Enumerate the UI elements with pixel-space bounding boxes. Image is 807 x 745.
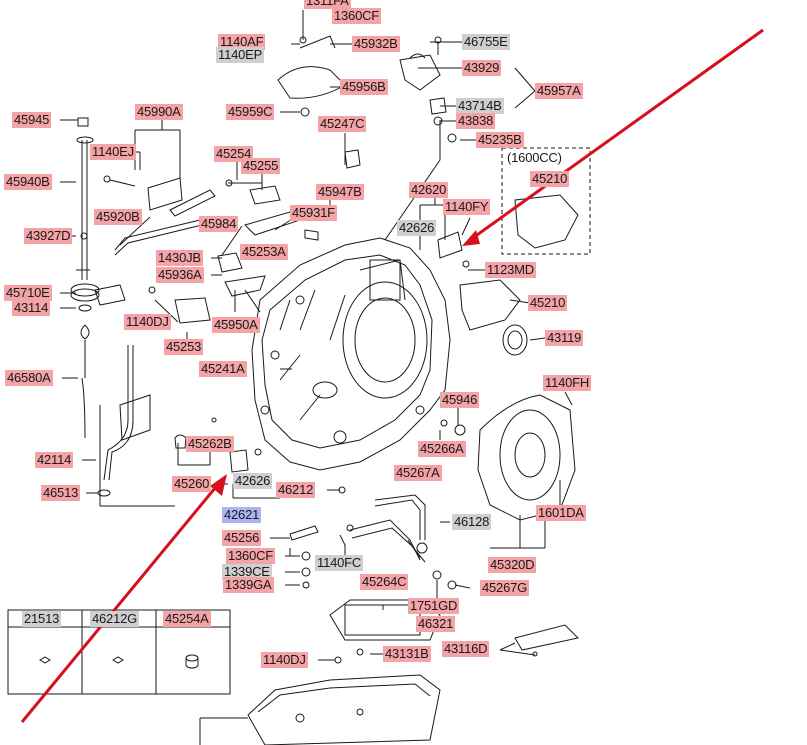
part-label-1311FA[interactable]: 1311FA (304, 0, 351, 9)
part-label-45262B[interactable]: 45262B (186, 436, 234, 452)
part-label-1140FH[interactable]: 1140FH (543, 375, 592, 391)
part-label-45267G[interactable]: 45267G (480, 580, 530, 596)
part-label-43119[interactable]: 43119 (545, 330, 584, 346)
part-label-45950A[interactable]: 45950A (212, 317, 260, 333)
part-label-45710E[interactable]: 45710E (4, 285, 52, 301)
part-label-1140DJ-bottom[interactable]: 1140DJ (261, 652, 308, 668)
part-label-42626-bottom[interactable]: 42626 (233, 473, 273, 489)
part-label-43929[interactable]: 43929 (462, 60, 502, 76)
part-label-42114[interactable]: 42114 (35, 452, 74, 468)
part-label-1339CE[interactable]: 1339CE (222, 564, 272, 580)
table-header-45254A[interactable]: 45254A (163, 611, 211, 627)
table-header-21513[interactable]: 21513 (22, 611, 62, 627)
part-label-1140FC[interactable]: 1140FC (315, 555, 364, 571)
part-label-1360CF-top[interactable]: 1360CF (332, 8, 382, 24)
part-label-45255[interactable]: 45255 (241, 158, 281, 174)
part-label-45253[interactable]: 45253 (164, 339, 204, 355)
table-header-46212G[interactable]: 46212G (90, 611, 140, 627)
part-label-43131B[interactable]: 43131B (383, 646, 431, 662)
part-label-45931F[interactable]: 45931F (290, 205, 337, 221)
part-label-43714B[interactable]: 43714B (456, 98, 504, 114)
part-label-1339GA[interactable]: 1339GA (223, 577, 274, 593)
part-label-1601DA[interactable]: 1601DA (536, 505, 586, 521)
part-label-45956B[interactable]: 45956B (340, 79, 388, 95)
part-label-45241A[interactable]: 45241A (199, 361, 247, 377)
part-label-45210-1600cc[interactable]: 45210 (530, 171, 570, 187)
part-label-1430JB[interactable]: 1430JB (156, 250, 203, 266)
part-label-43114[interactable]: 43114 (12, 300, 51, 316)
part-label-45920B[interactable]: 45920B (94, 209, 142, 225)
part-label-46128[interactable]: 46128 (452, 514, 492, 530)
part-label-1140AF[interactable]: 1140AF (218, 34, 266, 50)
part-label-42621[interactable]: 42621 (222, 507, 262, 523)
part-label-46580A[interactable]: 46580A (5, 370, 53, 386)
part-label-45959C[interactable]: 45959C (226, 104, 275, 120)
part-label-43927D[interactable]: 43927D (24, 228, 73, 244)
part-label-45984[interactable]: 45984 (199, 216, 239, 232)
part-label-1751GD[interactable]: 1751GD (408, 598, 460, 614)
part-label-46513[interactable]: 46513 (41, 485, 81, 501)
part-label-45957A[interactable]: 45957A (535, 83, 583, 99)
variant-note-1600cc: (1600CC) (507, 150, 562, 165)
part-label-42626-top[interactable]: 42626 (397, 220, 437, 236)
part-label-45254[interactable]: 45254 (214, 146, 254, 162)
part-label-43838[interactable]: 43838 (456, 113, 496, 129)
part-label-45267A[interactable]: 45267A (394, 465, 442, 481)
part-label-45210[interactable]: 45210 (528, 295, 568, 311)
part-label-45253A[interactable]: 45253A (240, 244, 288, 260)
part-label-1123MD[interactable]: 1123MD (485, 262, 536, 278)
part-label-45247C[interactable]: 45247C (318, 116, 367, 132)
part-label-45264C[interactable]: 45264C (360, 574, 409, 590)
part-label-45266A[interactable]: 45266A (418, 441, 466, 457)
part-label-1140DJ-mid[interactable]: 1140DJ (124, 314, 171, 330)
part-label-45256[interactable]: 45256 (222, 530, 262, 546)
part-label-46212[interactable]: 46212 (276, 482, 316, 498)
part-label-1140EJ[interactable]: 1140EJ (90, 144, 136, 160)
part-label-45936A[interactable]: 45936A (156, 267, 204, 283)
part-label-46755E[interactable]: 46755E (462, 34, 510, 50)
part-label-45947B[interactable]: 45947B (316, 184, 364, 200)
part-label-45945[interactable]: 45945 (12, 112, 52, 128)
part-label-45946[interactable]: 45946 (440, 392, 480, 408)
part-label-45235B[interactable]: 45235B (476, 132, 524, 148)
part-label-45260[interactable]: 45260 (172, 476, 212, 492)
part-label-1140EP[interactable]: 1140EP (216, 47, 265, 63)
part-label-45940B[interactable]: 45940B (4, 174, 52, 190)
part-label-45990A[interactable]: 45990A (135, 104, 183, 120)
part-label-46321[interactable]: 46321 (416, 616, 456, 632)
part-label-42620[interactable]: 42620 (409, 182, 449, 198)
part-label-1360CF-bottom[interactable]: 1360CF (226, 548, 276, 564)
part-label-1140FY[interactable]: 1140FY (443, 199, 491, 215)
part-label-43116D[interactable]: 43116D (442, 641, 490, 657)
part-label-45932B[interactable]: 45932B (352, 36, 400, 52)
part-label-45320D[interactable]: 45320D (488, 557, 537, 573)
